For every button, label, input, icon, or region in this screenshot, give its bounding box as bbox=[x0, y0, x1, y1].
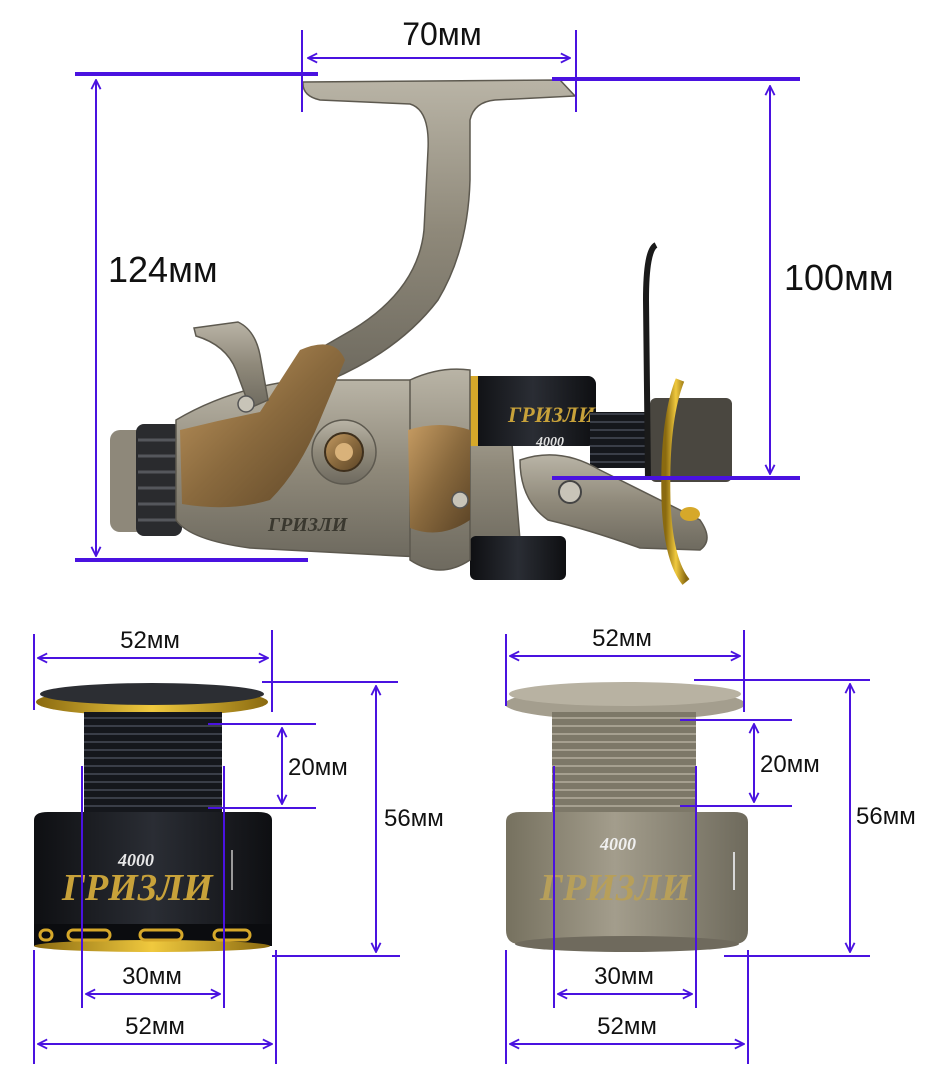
grey-spool: ГРИЗЛИ 4000 bbox=[505, 682, 748, 952]
grey-spool-top-width-label: 52мм bbox=[592, 625, 652, 652]
reel-width-label: 70мм bbox=[402, 16, 482, 52]
reel-illustration: ГРИЗЛИ ГРИЗЛИ 4000 bbox=[110, 79, 732, 585]
spool-vent-slots bbox=[38, 928, 252, 942]
reel-brand-label: ГРИЗЛИ bbox=[267, 514, 349, 536]
rotor-screw-icon bbox=[451, 491, 469, 509]
grey-spool-core-width-label: 30мм bbox=[594, 963, 654, 990]
reel-total-height-label: 124мм bbox=[108, 249, 218, 290]
black-spool-bottom-width-label: 52мм bbox=[125, 1013, 185, 1040]
rear-drag-knob bbox=[110, 424, 182, 536]
reel-spool-brand: ГРИЗЛИ bbox=[507, 402, 596, 427]
black-spool-brand: ГРИЗЛИ bbox=[61, 867, 214, 909]
side-knob bbox=[311, 419, 377, 485]
grey-spool-dimension-lines bbox=[505, 630, 870, 1064]
roller-screw-icon bbox=[558, 480, 582, 504]
reel-dimension-lines bbox=[75, 72, 800, 562]
grey-spool-number: 4000 bbox=[599, 834, 636, 854]
reel-spool-height-label: 100мм bbox=[784, 257, 894, 298]
black-spool-top-width-label: 52мм bbox=[120, 627, 180, 654]
black-spool-line-depth-label: 20мм bbox=[288, 754, 348, 781]
reel-spool-number: 4000 bbox=[535, 435, 564, 450]
grey-spool-line-depth-label: 20мм bbox=[760, 751, 820, 778]
black-spool-number: 4000 bbox=[117, 850, 154, 870]
grey-spool-brand: ГРИЗЛИ bbox=[539, 867, 692, 909]
reel-foot bbox=[298, 79, 577, 381]
baitrunner-lever bbox=[193, 321, 269, 410]
grey-spool-height-label: 56мм bbox=[856, 803, 916, 830]
black-spool: ГРИЗЛИ 4000 bbox=[34, 683, 272, 952]
lever-screw-icon bbox=[237, 395, 255, 413]
bail-wire bbox=[642, 242, 658, 481]
bronze-rotor-plate bbox=[408, 425, 470, 533]
line-roller-icon bbox=[680, 507, 700, 521]
bronze-side-plate bbox=[180, 344, 345, 508]
black-spool-core-width-label: 30мм bbox=[122, 963, 182, 990]
gold-bail-ring bbox=[661, 378, 690, 585]
black-spool-height-label: 56мм bbox=[384, 805, 444, 832]
grey-spool-bottom-width-label: 52мм bbox=[597, 1013, 657, 1040]
black-spool-dimension-lines bbox=[33, 630, 400, 1064]
